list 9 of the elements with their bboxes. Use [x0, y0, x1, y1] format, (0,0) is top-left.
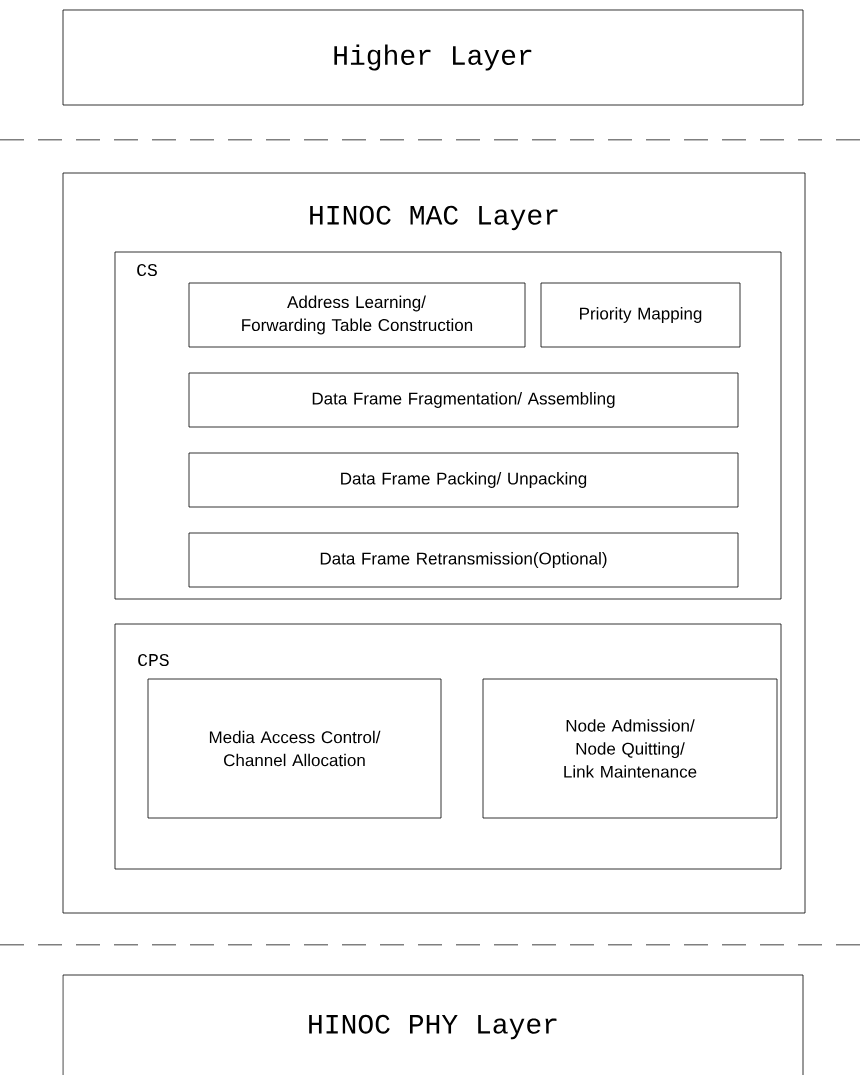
- function-box: Data Frame Fragmentation/ Assembling: [188, 372, 739, 428]
- function-box: Address Learning/ Forwarding Table Construction: [188, 282, 526, 348]
- function-box: Data Frame Packing/ Unpacking: [188, 452, 739, 508]
- function-box: Data Frame Retransmission(Optional): [188, 532, 739, 588]
- function-box: Node Admission/ Node Quitting/ Link Maintenance: [482, 678, 778, 819]
- function-box: Media Access Control/ Channel Allocation: [147, 678, 442, 819]
- layer-box: HINOC PHY Layer: [62, 974, 804, 1075]
- layer-box: Higher Layer: [62, 9, 804, 106]
- function-box: Priority Mapping: [540, 282, 741, 348]
